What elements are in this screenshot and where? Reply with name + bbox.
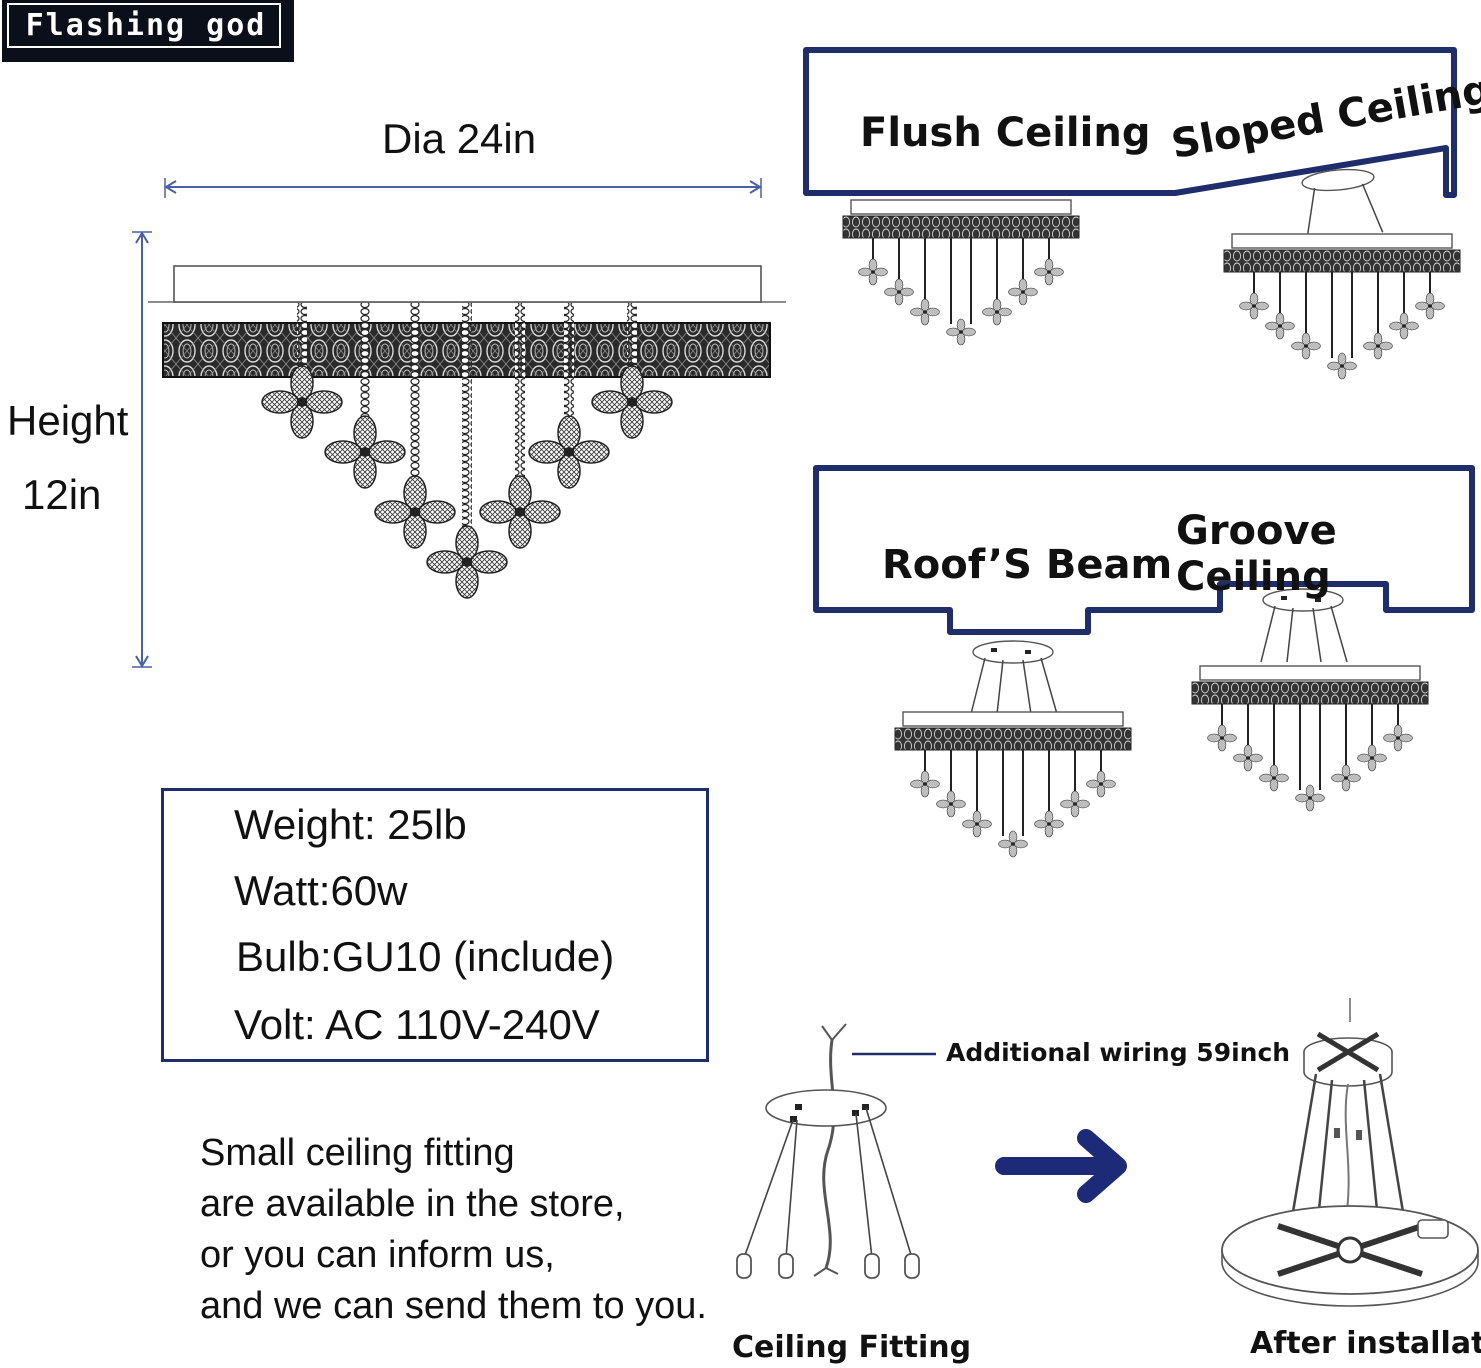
height-label: Height <box>7 397 129 444</box>
sloped-ceiling-chandelier <box>1224 168 1460 379</box>
ceiling-fitting-kit <box>736 1023 920 1279</box>
brand-badge: Flashing god <box>2 0 294 62</box>
height-value: 12in <box>22 471 102 518</box>
ceiling-fitting-label: Ceiling Fitting <box>732 1330 972 1365</box>
note-line-2: are available in the store, <box>200 1183 625 1225</box>
groove-ceiling-label: Groove Ceiling <box>1176 508 1337 600</box>
spec-watt: Watt:60w <box>234 867 408 914</box>
height-dimension-line <box>132 231 152 668</box>
fitting-note: Small ceiling fitting are available in t… <box>200 1128 740 1332</box>
roof-beam-chandelier <box>895 640 1131 857</box>
flush-ceiling-label: Flush Ceiling <box>860 110 1151 156</box>
diameter-dimension-line <box>164 178 762 198</box>
wiring-label: Additional wiring 59inch <box>946 1038 1291 1067</box>
note-line-3: or you can inform us, <box>200 1234 555 1276</box>
flush-ceiling-chandelier <box>843 200 1079 345</box>
after-installation-drawing <box>1221 998 1479 1307</box>
groove-ceiling-chandelier <box>1192 588 1428 811</box>
diameter-label: Dia 24in <box>382 115 537 162</box>
spec-weight: Weight: 25lb <box>234 801 467 848</box>
spec-volt: Volt: AC 110V-240V <box>234 1001 600 1048</box>
roof-beam-label: Roof’S Beam <box>882 542 1173 588</box>
beam-groove-ceiling-outline <box>813 465 1475 635</box>
after-installation-label: After installation <box>1250 1326 1481 1361</box>
flush-sloped-ceiling-outline <box>803 47 1457 198</box>
brand-name: Flashing god <box>25 8 267 43</box>
note-line-1: Small ceiling fitting <box>200 1132 515 1174</box>
right-arrow-icon <box>995 1129 1127 1203</box>
main-chandelier <box>148 265 786 599</box>
note-line-4: and we can send them to you. <box>200 1285 707 1327</box>
specs-box: Weight: 25lb Watt:60w Bulb:GU10 (include… <box>161 788 709 1062</box>
spec-bulb: Bulb:GU10 (include) <box>236 933 615 980</box>
brand-frame: Flashing god <box>7 3 281 48</box>
